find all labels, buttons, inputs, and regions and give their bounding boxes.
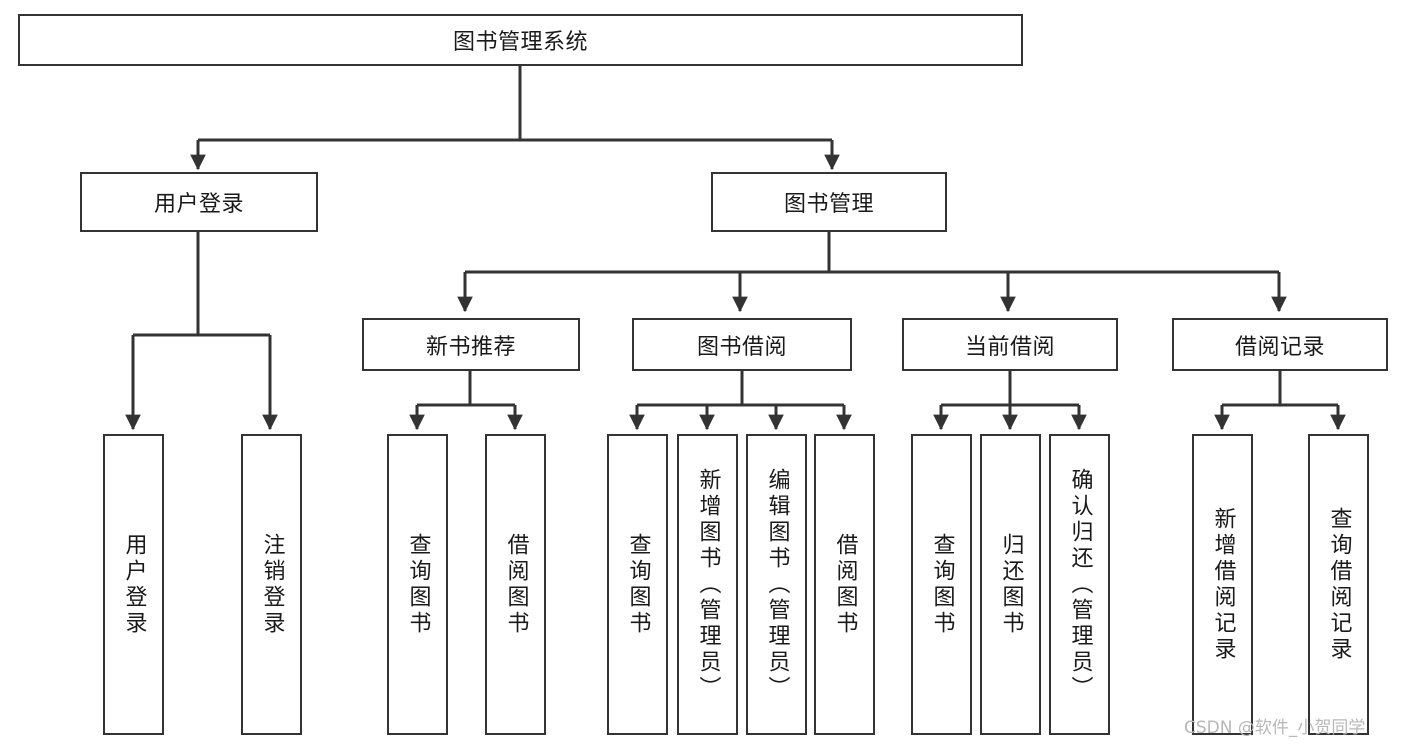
node-leaf-2-label: 注销登录 — [259, 532, 285, 637]
node-login[interactable]: 用户登录 — [80, 172, 318, 232]
node-leaf-8-label: 借阅图书 — [832, 532, 858, 637]
node-leaf-6[interactable]: 新增图书（管理员） — [677, 434, 738, 735]
node-leaf-13[interactable]: 查询借阅记录 — [1308, 434, 1369, 735]
node-leaf-12-label: 新增借阅记录 — [1210, 506, 1236, 663]
node-leaf-10[interactable]: 归还图书 — [980, 434, 1041, 735]
node-leaf-5-label: 查询图书 — [625, 532, 651, 637]
node-leaf-1-label: 用户登录 — [121, 532, 147, 637]
node-leaf-4[interactable]: 借阅图书 — [485, 434, 546, 735]
node-newbook-label: 新书推荐 — [425, 334, 516, 360]
watermark: CSDN @软件_小贺同学 — [1184, 718, 1366, 738]
node-leaf-9-label: 查询图书 — [929, 532, 955, 637]
node-leaf-1[interactable]: 用户登录 — [103, 434, 164, 735]
node-borrow[interactable]: 图书借阅 — [632, 318, 852, 371]
node-leaf-12[interactable]: 新增借阅记录 — [1192, 434, 1253, 735]
node-records-label: 借阅记录 — [1234, 334, 1325, 360]
node-leaf-11-label: 确认归还（管理员） — [1067, 467, 1093, 702]
node-leaf-3[interactable]: 查询图书 — [387, 434, 448, 735]
node-leaf-2[interactable]: 注销登录 — [241, 434, 302, 735]
node-root-label: 图书管理系统 — [452, 30, 588, 55]
node-leaf-13-label: 查询借阅记录 — [1326, 506, 1352, 663]
node-leaf-7[interactable]: 编辑图书（管理员） — [746, 434, 807, 735]
node-leaf-11[interactable]: 确认归还（管理员） — [1049, 434, 1110, 735]
node-leaf-7-label: 编辑图书（管理员） — [764, 467, 790, 702]
node-leaf-10-label: 归还图书 — [998, 532, 1024, 637]
node-bookmgmt-label: 图书管理 — [783, 192, 874, 217]
node-leaf-3-label: 查询图书 — [405, 532, 431, 637]
node-current-label: 当前借阅 — [964, 334, 1055, 360]
node-login-label: 用户登录 — [153, 192, 244, 217]
node-leaf-4-label: 借阅图书 — [503, 532, 529, 637]
node-root[interactable]: 图书管理系统 — [18, 14, 1023, 66]
node-current[interactable]: 当前借阅 — [902, 318, 1118, 371]
node-leaf-8[interactable]: 借阅图书 — [814, 434, 875, 735]
node-bookmgmt[interactable]: 图书管理 — [711, 172, 947, 232]
node-leaf-9[interactable]: 查询图书 — [911, 434, 972, 735]
node-borrow-label: 图书借阅 — [696, 334, 787, 360]
node-leaf-6-label: 新增图书（管理员） — [695, 467, 721, 702]
node-newbook[interactable]: 新书推荐 — [362, 318, 580, 371]
node-records[interactable]: 借阅记录 — [1172, 318, 1388, 371]
node-leaf-5[interactable]: 查询图书 — [607, 434, 668, 735]
